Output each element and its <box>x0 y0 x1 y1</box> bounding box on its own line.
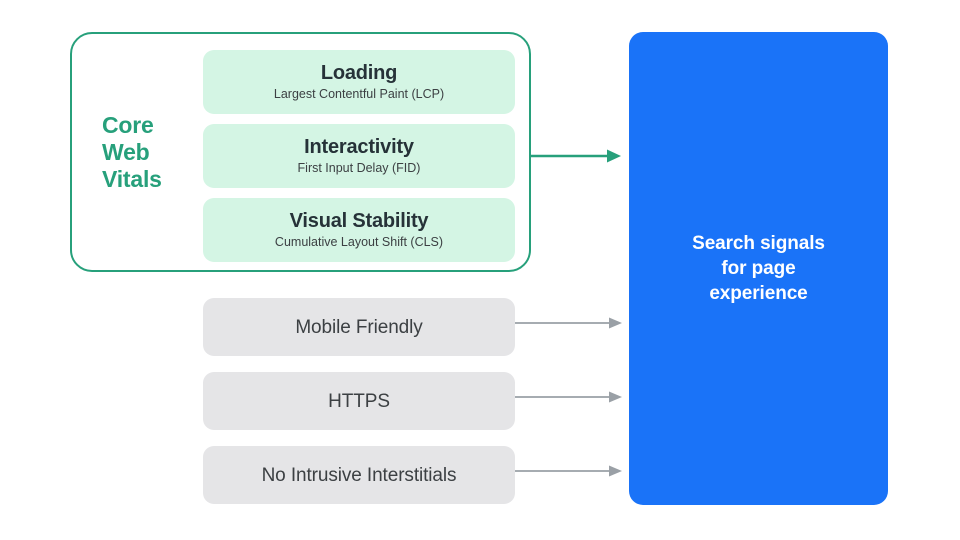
signal-label: No Intrusive Interstitials <box>261 464 457 486</box>
metric-subtitle: Largest Contentful Paint (LCP) <box>273 87 445 101</box>
arrow-gray-mobile-friendly-icon <box>515 317 622 329</box>
metric-card-visual-stability[interactable]: Visual Stability Cumulative Layout Shift… <box>203 198 515 262</box>
search-signals-panel[interactable]: Search signals for page experience <box>629 32 888 505</box>
metric-subtitle: First Input Delay (FID) <box>297 161 421 175</box>
signal-card-https[interactable]: HTTPS <box>203 372 515 430</box>
arrow-gray-no-intrusive-interstitials-icon <box>515 465 622 477</box>
signal-label: Mobile Friendly <box>295 316 423 338</box>
signal-label: HTTPS <box>328 390 390 412</box>
metric-subtitle: Cumulative Layout Shift (CLS) <box>274 235 444 249</box>
metric-title: Interactivity <box>304 136 414 158</box>
metric-title: Visual Stability <box>289 210 429 232</box>
arrow-green-core-web-vitals-icon <box>531 149 621 163</box>
search-signals-panel-text: Search signals for page experience <box>692 233 825 304</box>
signal-card-mobile-friendly[interactable]: Mobile Friendly <box>203 298 515 356</box>
metric-card-loading[interactable]: Loading Largest Contentful Paint (LCP) <box>203 50 515 114</box>
metric-title: Loading <box>320 62 398 84</box>
core-web-vitals-label: Core Web Vitals <box>102 112 162 192</box>
signal-card-no-intrusive-interstitials[interactable]: No Intrusive Interstitials <box>203 446 515 504</box>
arrow-gray-https-icon <box>515 391 622 403</box>
metric-card-interactivity[interactable]: Interactivity First Input Delay (FID) <box>203 124 515 188</box>
